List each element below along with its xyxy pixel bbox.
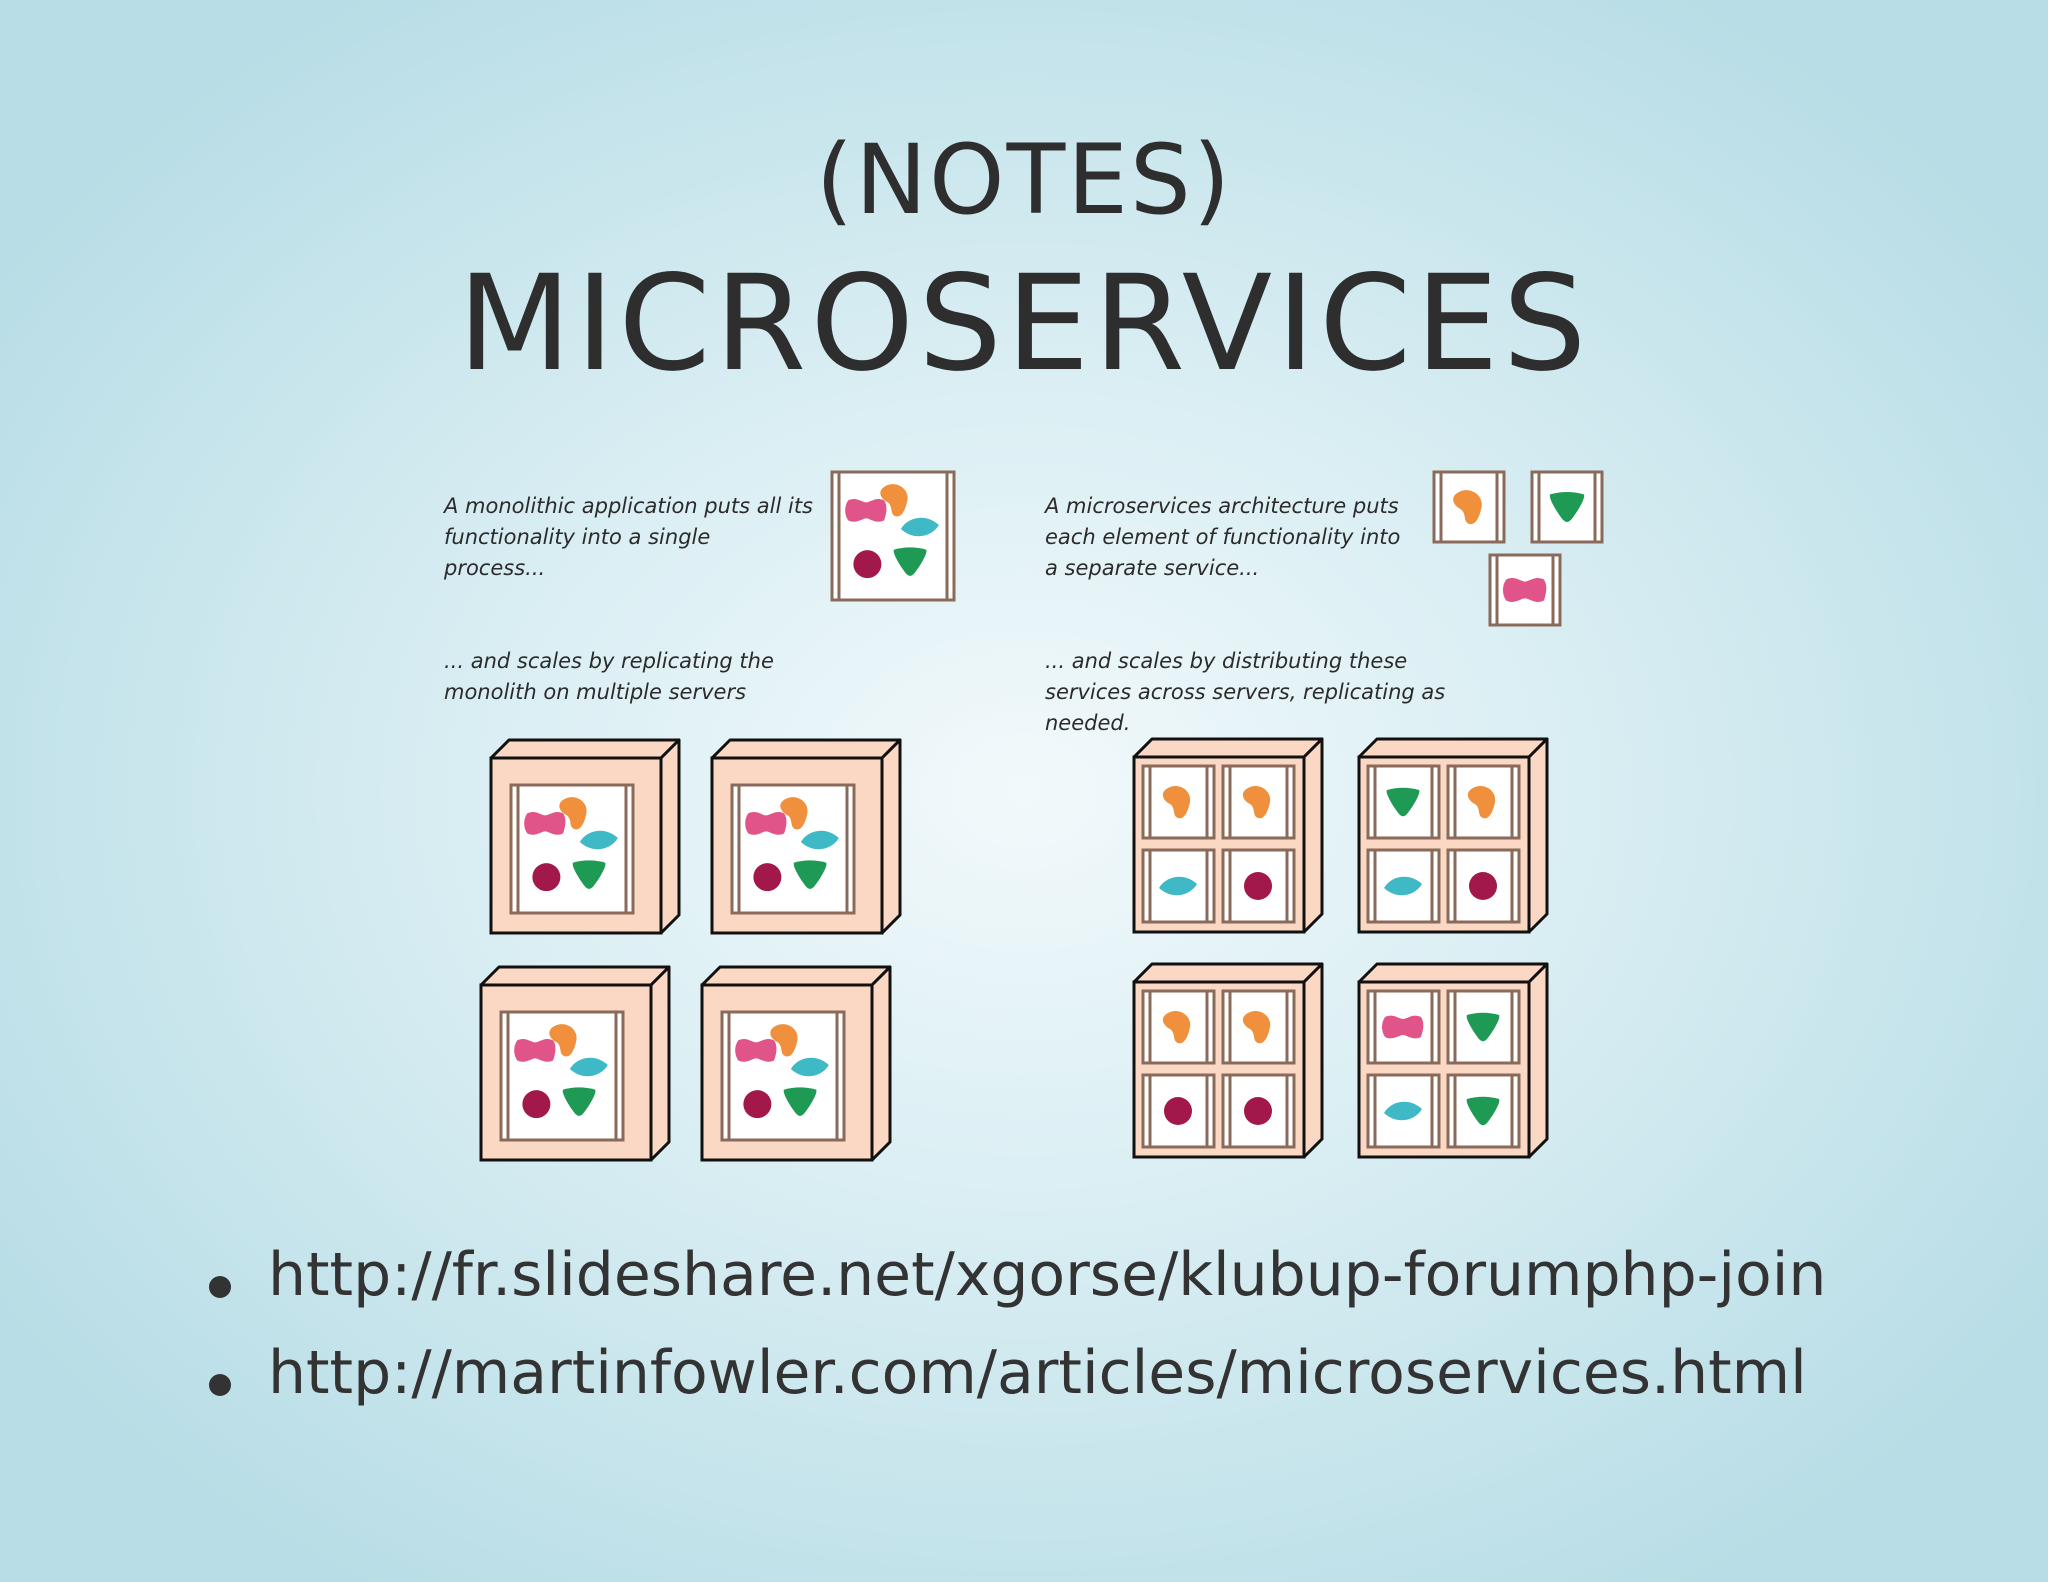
microservice-frame — [1221, 848, 1296, 924]
monolith-server-box — [710, 738, 902, 935]
teal-shape — [800, 830, 839, 850]
green-shape — [1549, 492, 1585, 522]
orange-shape — [780, 797, 808, 830]
reference-link-list: http://fr.slideshare.net/xgorse/klubup-f… — [205, 1245, 1826, 1441]
microservice-frame — [1221, 764, 1296, 840]
green-shape — [783, 1087, 817, 1116]
microservices-caption-services: A microservices architecture puts each e… — [1045, 494, 1401, 580]
microservices-server-box — [1357, 962, 1549, 1159]
pink-shape — [845, 499, 887, 522]
crimson-shape — [522, 1090, 551, 1119]
teal-shape — [1384, 1101, 1422, 1121]
pink-shape — [1382, 1015, 1424, 1039]
green-shape — [893, 547, 927, 576]
microservice-frame — [1366, 764, 1441, 840]
orange-shape — [549, 1024, 577, 1057]
microservice-frame — [1141, 1073, 1216, 1149]
reference-link-martinfowler[interactable]: http://martinfowler.com/articles/microse… — [268, 1338, 1807, 1408]
slide-subtitle: (NOTES) — [815, 124, 1233, 236]
orange-shape — [1453, 490, 1482, 525]
teal-shape — [579, 830, 618, 850]
monolith-server-box — [489, 738, 681, 935]
green-shape — [1386, 787, 1420, 817]
crimson-shape — [753, 863, 782, 892]
monolith-caption-scaling: ... and scales by replicating the monoli… — [444, 649, 774, 704]
monolith-server-box — [700, 965, 892, 1162]
teal-shape — [1384, 876, 1422, 896]
green-shape — [1466, 1096, 1500, 1126]
crimson-shape — [1244, 1097, 1272, 1125]
monolith-process-frame — [509, 783, 635, 915]
teal-shape — [900, 517, 939, 537]
teal-shape — [569, 1057, 608, 1077]
microservice-frame — [1141, 764, 1216, 840]
teal-shape — [1159, 876, 1197, 896]
microservice-frame — [1446, 764, 1521, 840]
microservice-frame — [1446, 1073, 1521, 1149]
teal-shape — [790, 1057, 829, 1077]
microservices-server-box — [1132, 962, 1324, 1159]
orange-shape — [1162, 785, 1191, 819]
microservice-frame — [1141, 989, 1216, 1065]
microservice-frame — [1446, 989, 1521, 1065]
reference-link-slideshare[interactable]: http://fr.slideshare.net/xgorse/klubup-f… — [268, 1240, 1827, 1310]
crimson-shape — [853, 550, 882, 579]
crimson-shape — [1164, 1097, 1192, 1125]
bullet-icon — [209, 1374, 231, 1396]
monolith-process-frame — [730, 783, 856, 915]
microservice-frame — [1432, 470, 1506, 544]
microservice-frame — [1221, 989, 1296, 1065]
microservice-frame — [1366, 848, 1441, 924]
monolith-server-box — [479, 965, 671, 1162]
monolith-process-frame — [830, 470, 956, 602]
microservices-caption-scaling: ... and scales by distributing these ser… — [1045, 649, 1446, 735]
green-shape — [572, 860, 606, 889]
microservice-frame — [1530, 470, 1604, 544]
microservice-frame — [1221, 1073, 1296, 1149]
microservice-frame — [1366, 1073, 1441, 1149]
microservice-frame — [1366, 989, 1441, 1065]
green-shape — [793, 860, 827, 889]
orange-shape — [559, 797, 587, 830]
pink-shape — [524, 812, 566, 835]
reference-link-item: http://fr.slideshare.net/xgorse/klubup-f… — [205, 1245, 1826, 1305]
green-shape — [562, 1087, 596, 1116]
orange-shape — [1467, 785, 1496, 819]
reference-link-item: http://martinfowler.com/articles/microse… — [205, 1343, 1826, 1403]
crimson-shape — [743, 1090, 772, 1119]
monolith-process-frame — [499, 1010, 625, 1142]
pink-shape — [514, 1039, 556, 1062]
crimson-shape — [1469, 872, 1497, 900]
orange-shape — [1242, 785, 1271, 819]
pink-shape — [735, 1039, 777, 1062]
green-shape — [1466, 1012, 1500, 1042]
crimson-shape — [1244, 872, 1272, 900]
monolith-process-frame — [720, 1010, 846, 1142]
orange-shape — [770, 1024, 798, 1057]
bullet-icon — [209, 1276, 231, 1298]
microservices-server-box — [1357, 737, 1549, 934]
microservice-frame — [1141, 848, 1216, 924]
microservice-frame — [1488, 553, 1562, 627]
monolith-caption-process: A monolithic application puts all its fu… — [444, 494, 813, 580]
orange-shape — [880, 484, 908, 517]
orange-shape — [1162, 1010, 1191, 1044]
pink-shape — [745, 812, 787, 835]
crimson-shape — [532, 863, 561, 892]
slide-title: MICROSERVICES — [457, 247, 1591, 401]
pink-shape — [1502, 578, 1547, 602]
microservice-frame — [1446, 848, 1521, 924]
microservices-server-box — [1132, 737, 1324, 934]
orange-shape — [1242, 1010, 1271, 1044]
